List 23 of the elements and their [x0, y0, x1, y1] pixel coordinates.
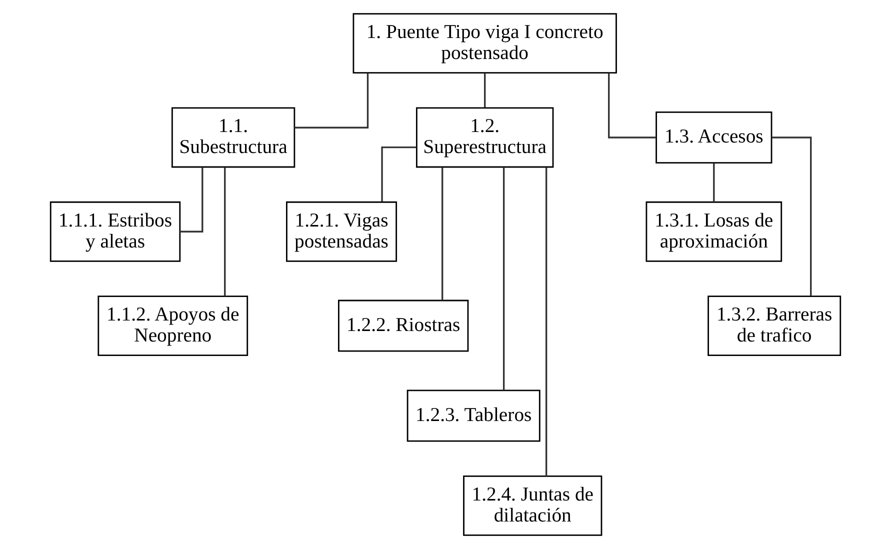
connector	[712, 163, 714, 202]
node-box: 1.3.1. Losas de aproximación	[645, 201, 782, 262]
connector	[502, 167, 504, 390]
node-box: 1.3. Accesos	[655, 111, 772, 164]
node-box: 1.1.1. Estribos y aletas	[49, 201, 180, 262]
node-box: 1.3.2. Barreras de trafico	[707, 296, 841, 356]
connector	[179, 167, 203, 232]
connector	[608, 73, 656, 138]
node-box: 1.2.2. Riostras	[338, 300, 468, 352]
connector	[441, 167, 443, 300]
connector	[224, 167, 226, 296]
connector	[771, 136, 812, 296]
node-box: 1.2.1. Vigas postensadas	[286, 201, 397, 262]
connector	[294, 73, 368, 128]
connector	[380, 146, 416, 202]
node-box: 1.1. Subestructura	[170, 107, 295, 168]
connector	[484, 73, 486, 108]
node-box: 1.1.2. Apoyos de Neopreno	[97, 296, 248, 356]
node-box: 1.2.3. Tableros	[406, 390, 540, 442]
node-box: 1.2.4. Juntas de dilatación	[462, 475, 602, 536]
node-box: 1.2. Superestructura	[415, 107, 554, 168]
node-box: 1. Puente Tipo viga I concreto postensado	[352, 13, 616, 74]
connector	[544, 168, 547, 476]
